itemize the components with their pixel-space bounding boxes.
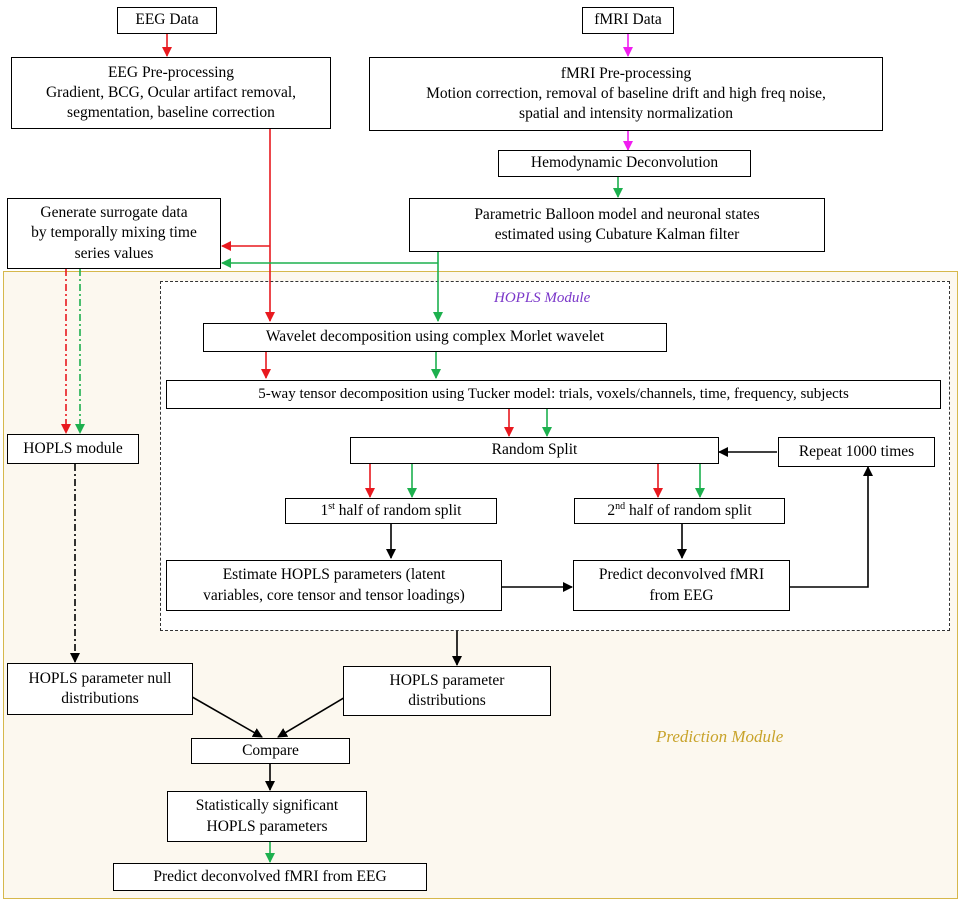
second-half-box: 2nd half of random split (574, 498, 785, 524)
second-half-ordinal: 2 (607, 501, 616, 519)
fmri-preprocessing-box: fMRI Pre-processing Motion correction, r… (369, 57, 883, 131)
first-half-ordinal: 1 (320, 501, 329, 519)
predict-fmri-inner-box: Predict deconvolved fMRI from EEG (573, 560, 790, 611)
significant-parameters-box: Statistically significant HOPLS paramete… (167, 791, 367, 842)
eeg-preprocessing-box: EEG Pre-processing Gradient, BCG, Ocular… (11, 57, 331, 129)
balloon-model-box: Parametric Balloon model and neuronal st… (409, 198, 825, 252)
first-half-suffix: st (328, 500, 335, 512)
hopls-module-label: HOPLS Module (494, 290, 591, 306)
second-half-suffix: nd (615, 500, 626, 512)
random-split-box: Random Split (350, 437, 719, 464)
compare-box: Compare (191, 738, 350, 764)
arrow-null-to-compare (179, 689, 263, 738)
estimate-hopls-box: Estimate HOPLS parameters (latent variab… (166, 560, 502, 611)
second-half-text: half of random split (625, 501, 752, 519)
arrow-predict-to-repeat (790, 466, 873, 588)
hemodynamic-deconvolution-box: Hemodynamic Deconvolution (498, 150, 751, 177)
first-half-text: half of random split (334, 501, 462, 519)
hopls-module-box: HOPLS module (7, 434, 139, 464)
null-distributions-box: HOPLS parameter null distributions (7, 663, 193, 715)
predict-final-box: Predict deconvolved fMRI from EEG (113, 863, 427, 891)
wavelet-decomposition-box: Wavelet decomposition using complex Morl… (203, 323, 667, 352)
surrogate-data-box: Generate surrogate data by temporally mi… (7, 198, 221, 269)
first-half-box: 1st half of random split (285, 498, 497, 524)
eeg-data-box: EEG Data (117, 7, 217, 34)
tensor-decomposition-box: 5-way tensor decomposition using Tucker … (166, 380, 941, 409)
fmri-data-box: fMRI Data (582, 7, 674, 34)
prediction-module-label: Prediction Module (656, 727, 784, 746)
parameter-distributions-box: HOPLS parameter distributions (343, 666, 551, 716)
repeat-box: Repeat 1000 times (778, 437, 935, 467)
